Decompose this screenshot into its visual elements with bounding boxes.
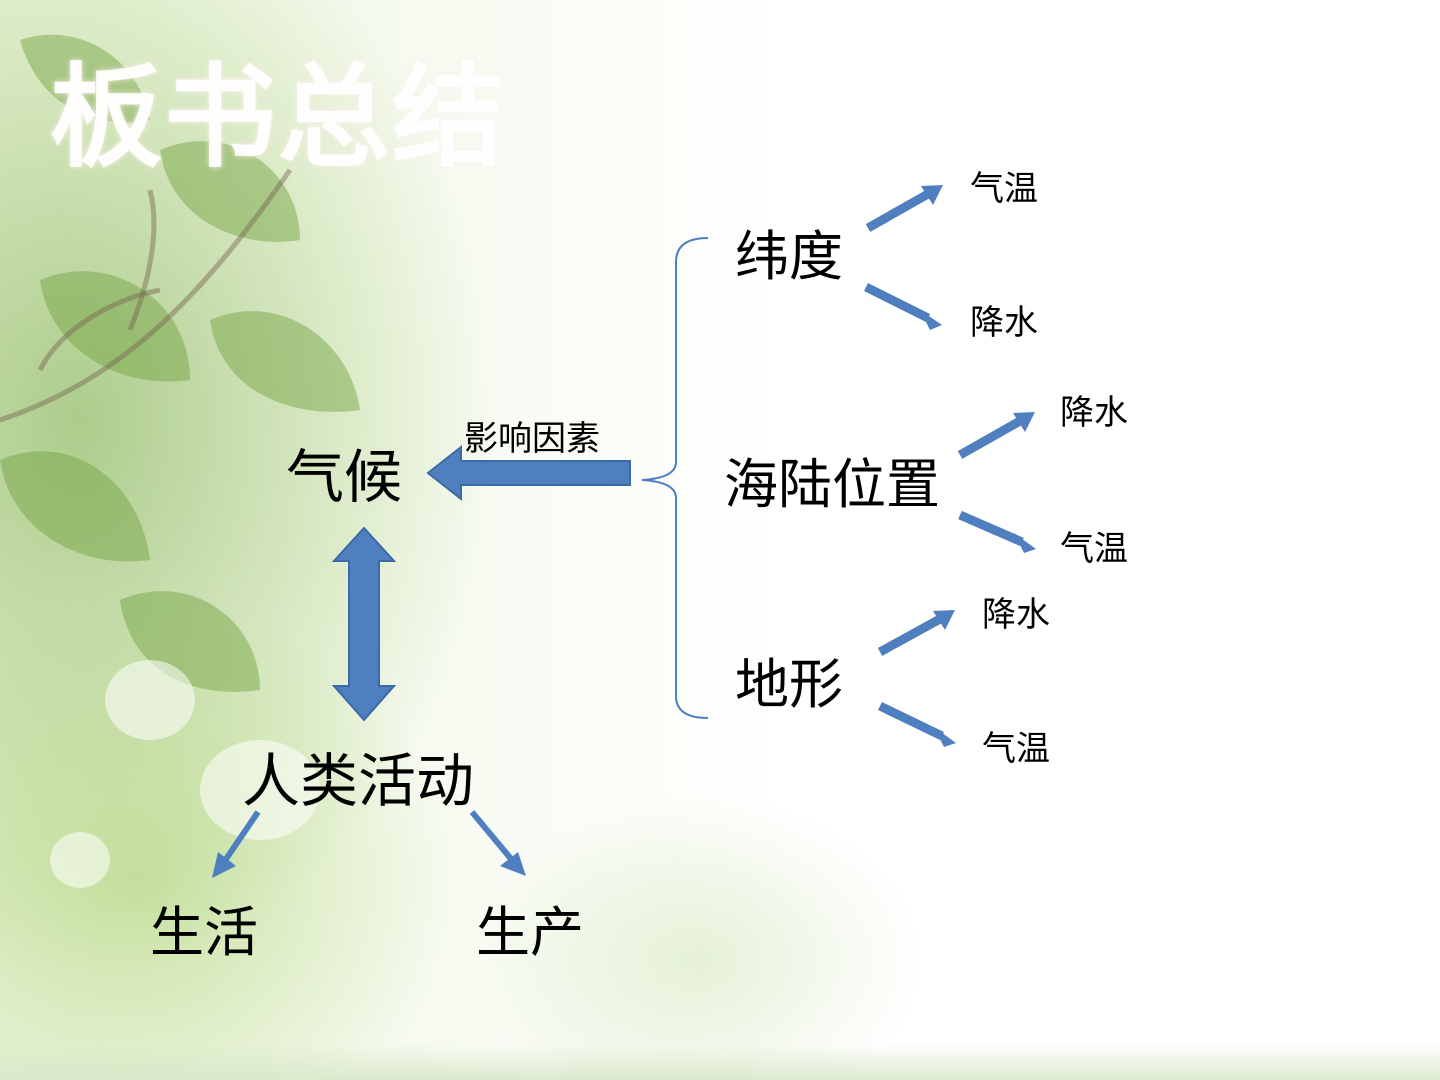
- position-effect-precipitation: 降水: [1060, 392, 1128, 434]
- human-activity-node: 人类活动: [242, 746, 474, 816]
- climate-node: 气候: [286, 442, 402, 512]
- factor-land-sea-position: 海陆位置: [724, 452, 940, 518]
- influence-label: 影响因素: [464, 418, 600, 460]
- factor-terrain: 地形: [735, 652, 843, 718]
- terrain-effect-temperature: 气温: [982, 728, 1050, 770]
- double-arrow: [334, 528, 394, 720]
- factors-bracket: [642, 238, 708, 718]
- terrain-effect-precipitation: 降水: [982, 594, 1050, 636]
- outcome-life: 生活: [150, 900, 258, 966]
- outcome-production: 生产: [476, 900, 584, 966]
- latitude-effect-precipitation: 降水: [970, 302, 1038, 344]
- factor-latitude: 纬度: [735, 224, 843, 290]
- position-effect-temperature: 气温: [1060, 528, 1128, 570]
- latitude-effect-temperature: 气温: [970, 168, 1038, 210]
